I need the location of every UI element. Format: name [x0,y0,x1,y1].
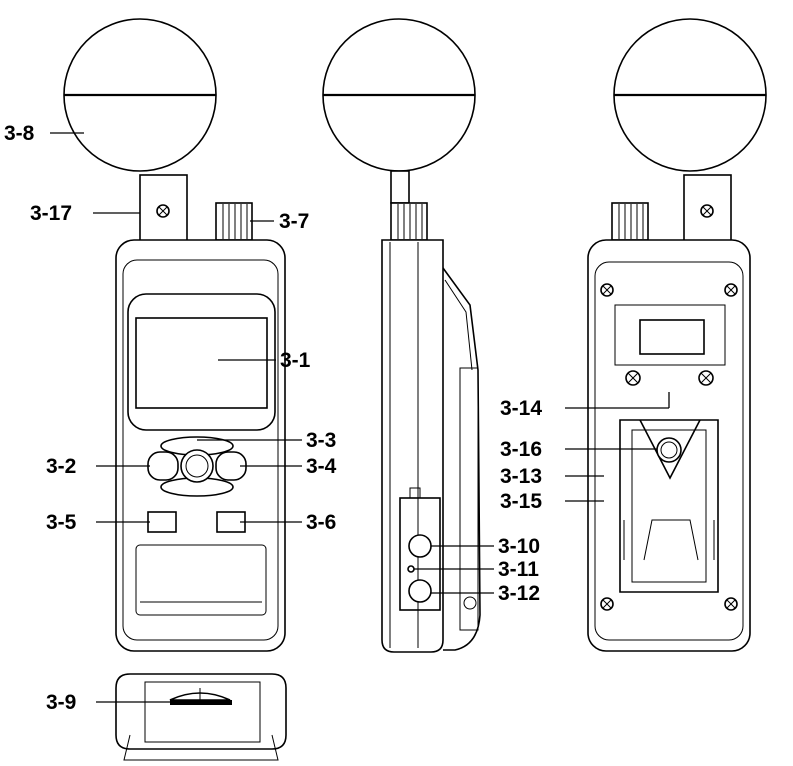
label-3-12: 3-12 [498,582,540,605]
rear-stand-bracket [619,419,719,593]
rear-knob [611,202,649,241]
rear-globe-stem [683,174,732,244]
label-3-9: 3-9 [46,691,76,714]
label-3-5: 3-5 [46,511,77,534]
label-3-7: 3-7 [279,210,309,233]
label-3-4: 3-4 [306,455,337,478]
front-knob [215,202,253,241]
bottom-view [115,673,287,761]
sd-card-slot [169,692,231,701]
jack-3-12 [408,579,432,603]
label-3-16: 3-16 [500,438,542,461]
leader-lines [50,132,670,703]
front-view [63,18,286,652]
label-3-10: 3-10 [498,535,540,558]
rear-view [587,18,767,652]
front-lcd [135,317,268,409]
jack-3-10 [408,534,432,558]
front-globe-stem [139,174,188,244]
label-3-14: 3-14 [500,397,542,420]
label-3-1: 3-1 [280,349,311,372]
rear-label-window [639,319,705,355]
label-3-13: 3-13 [500,465,542,488]
label-3-6: 3-6 [306,511,336,534]
side-view [322,18,481,653]
front-body [115,239,286,652]
label-3-2: 3-2 [46,455,76,478]
side-stand [442,267,481,651]
callout-labels: 3-8 3-17 3-7 3-1 3-3 3-2 3-4 3-5 3-6 3-9… [4,122,542,714]
bottom-body [115,673,287,750]
label-3-15: 3-15 [500,490,542,513]
label-3-17: 3-17 [30,202,72,225]
label-3-11: 3-11 [498,558,539,581]
label-3-8: 3-8 [4,122,35,145]
label-3-3: 3-3 [306,429,336,452]
side-knob [390,202,428,241]
front-display-bezel [127,293,276,431]
